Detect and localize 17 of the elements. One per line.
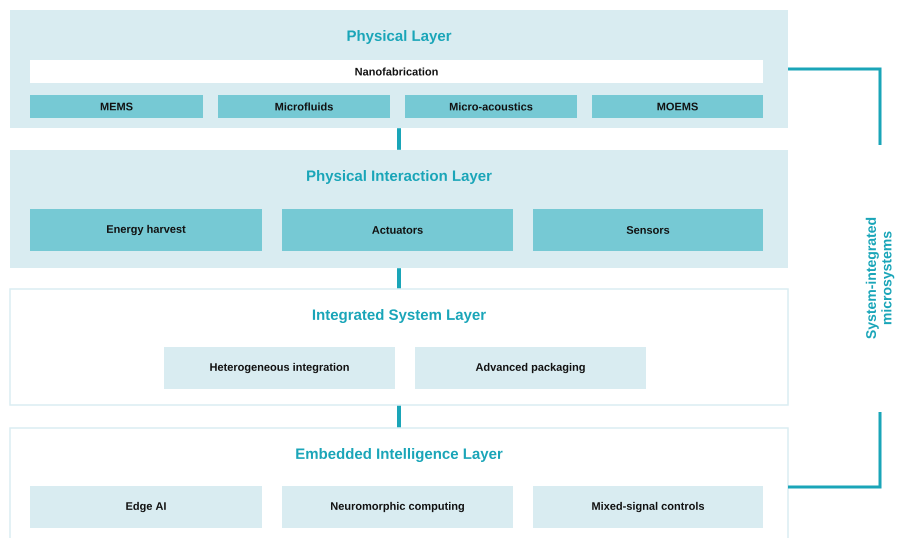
component-box: Sensors bbox=[533, 209, 763, 251]
component-box: MOEMS bbox=[592, 95, 763, 118]
component-box: Heterogeneous integration bbox=[164, 347, 395, 389]
component-box: Micro-acoustics bbox=[405, 95, 577, 118]
connector-line bbox=[397, 406, 401, 428]
component-box: Edge AI bbox=[30, 486, 262, 528]
component-box: Advanced packaging bbox=[415, 347, 646, 389]
side-label: System-integrated microsystems bbox=[866, 218, 894, 339]
connector-line bbox=[397, 268, 401, 288]
connector-line bbox=[397, 128, 401, 150]
component-box: Energy harvest bbox=[30, 209, 262, 251]
component-box: Nanofabrication bbox=[30, 60, 763, 83]
component-box: Neuromorphic computing bbox=[282, 486, 513, 528]
component-box: Mixed-signal controls bbox=[533, 486, 763, 528]
component-box: MEMS bbox=[30, 95, 203, 118]
component-box: Actuators bbox=[282, 209, 513, 251]
component-box: Microfluids bbox=[218, 95, 390, 118]
